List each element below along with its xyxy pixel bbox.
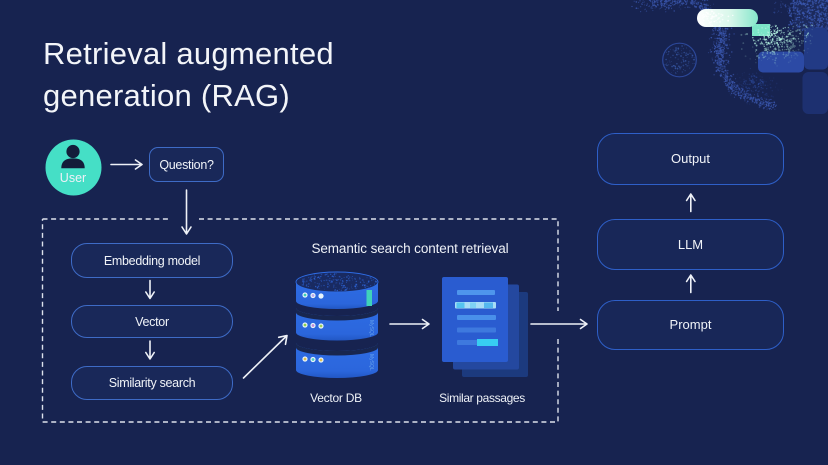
svg-text:MySQL: MySQL	[368, 354, 374, 371]
svg-text:MySQL: MySQL	[368, 320, 374, 337]
